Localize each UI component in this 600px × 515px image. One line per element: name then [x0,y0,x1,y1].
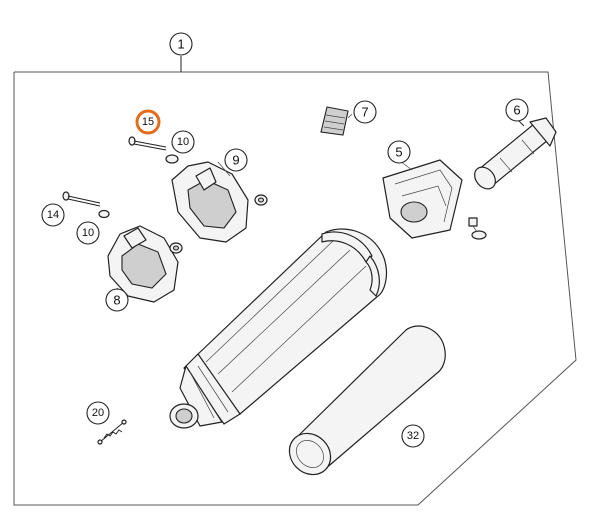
link-pipe-part [474,117,557,190]
callout-32[interactable]: 32 [401,424,425,448]
lower-clamp-part [107,225,179,303]
callout-20[interactable]: 20 [86,401,110,425]
bolt-14-part [62,191,101,207]
callout-10-upper[interactable]: 10 [171,130,195,154]
callout-8[interactable]: 8 [105,288,129,312]
svg-text:7: 7 [361,105,368,120]
svg-text:9: 9 [232,153,239,168]
svg-text:5: 5 [395,145,402,160]
svg-text:10: 10 [177,136,189,148]
callout-15[interactable]: 15 [135,109,161,135]
washer-10-upper-part [165,154,179,164]
callout-5[interactable]: 5 [387,140,411,164]
pipe-nut-part [468,217,487,240]
callout-9[interactable]: 9 [224,148,248,172]
assembly-frame [13,71,577,506]
callout-6[interactable]: 6 [505,98,529,122]
end-cap-part [382,159,463,239]
callout-7[interactable]: 7 [353,100,377,124]
spring-part [97,419,127,445]
svg-text:32: 32 [407,430,419,442]
washer-10-lower-part [98,209,110,219]
svg-text:14: 14 [47,209,59,221]
bolt-15-part [128,136,167,151]
callout-10-lower[interactable]: 10 [76,221,100,245]
svg-text:8: 8 [113,293,120,308]
svg-text:6: 6 [513,103,520,118]
silencer-body-part [169,228,388,429]
callout-14[interactable]: 14 [41,203,65,227]
label-card-part [320,106,349,136]
svg-text:1: 1 [177,37,184,52]
callout-1[interactable]: 1 [169,32,193,56]
svg-text:10: 10 [82,227,94,239]
svg-text:20: 20 [92,407,104,419]
svg-text:15: 15 [142,116,154,128]
upper-clamp-part [171,161,249,243]
packing-tube-part [288,325,446,476]
